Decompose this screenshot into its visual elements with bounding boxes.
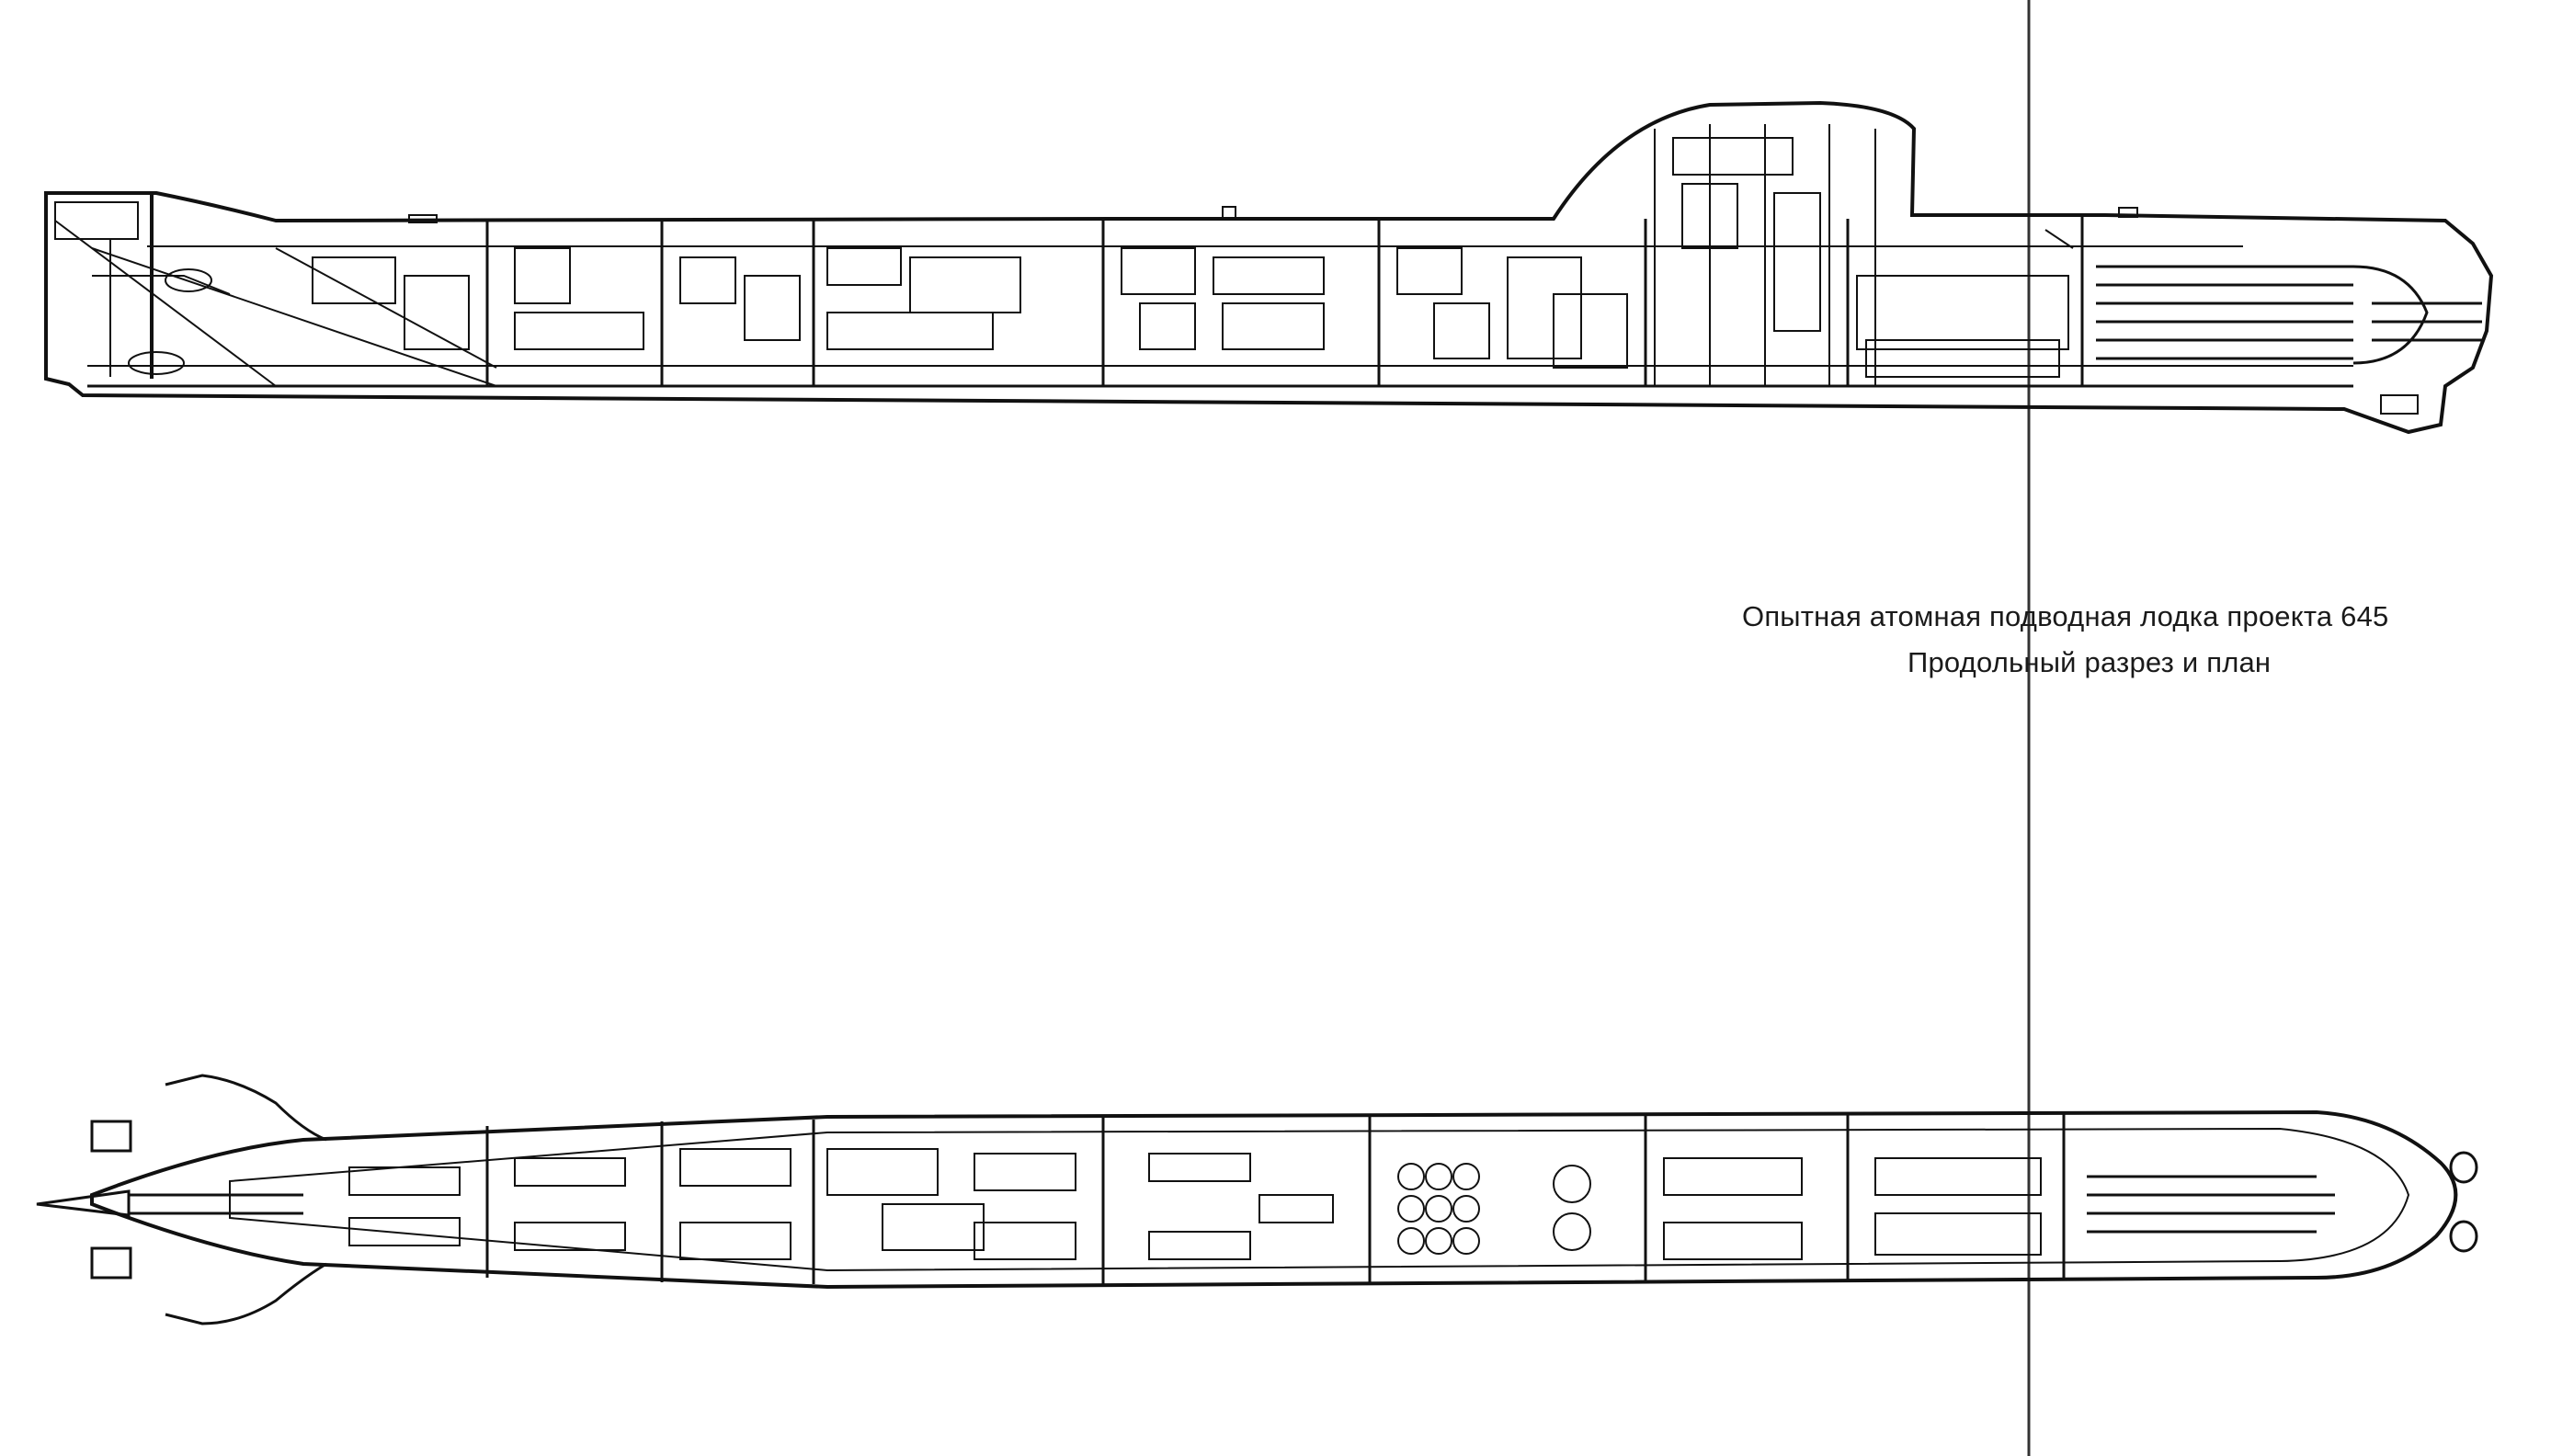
caption-subtitle: Продольный разрез и план bbox=[1908, 646, 2272, 678]
longitudinal-section bbox=[44, 100, 2494, 435]
plan-view bbox=[36, 1074, 2478, 1325]
caption-title: Опытная атомная подводная лодка проекта … bbox=[1742, 600, 2389, 632]
